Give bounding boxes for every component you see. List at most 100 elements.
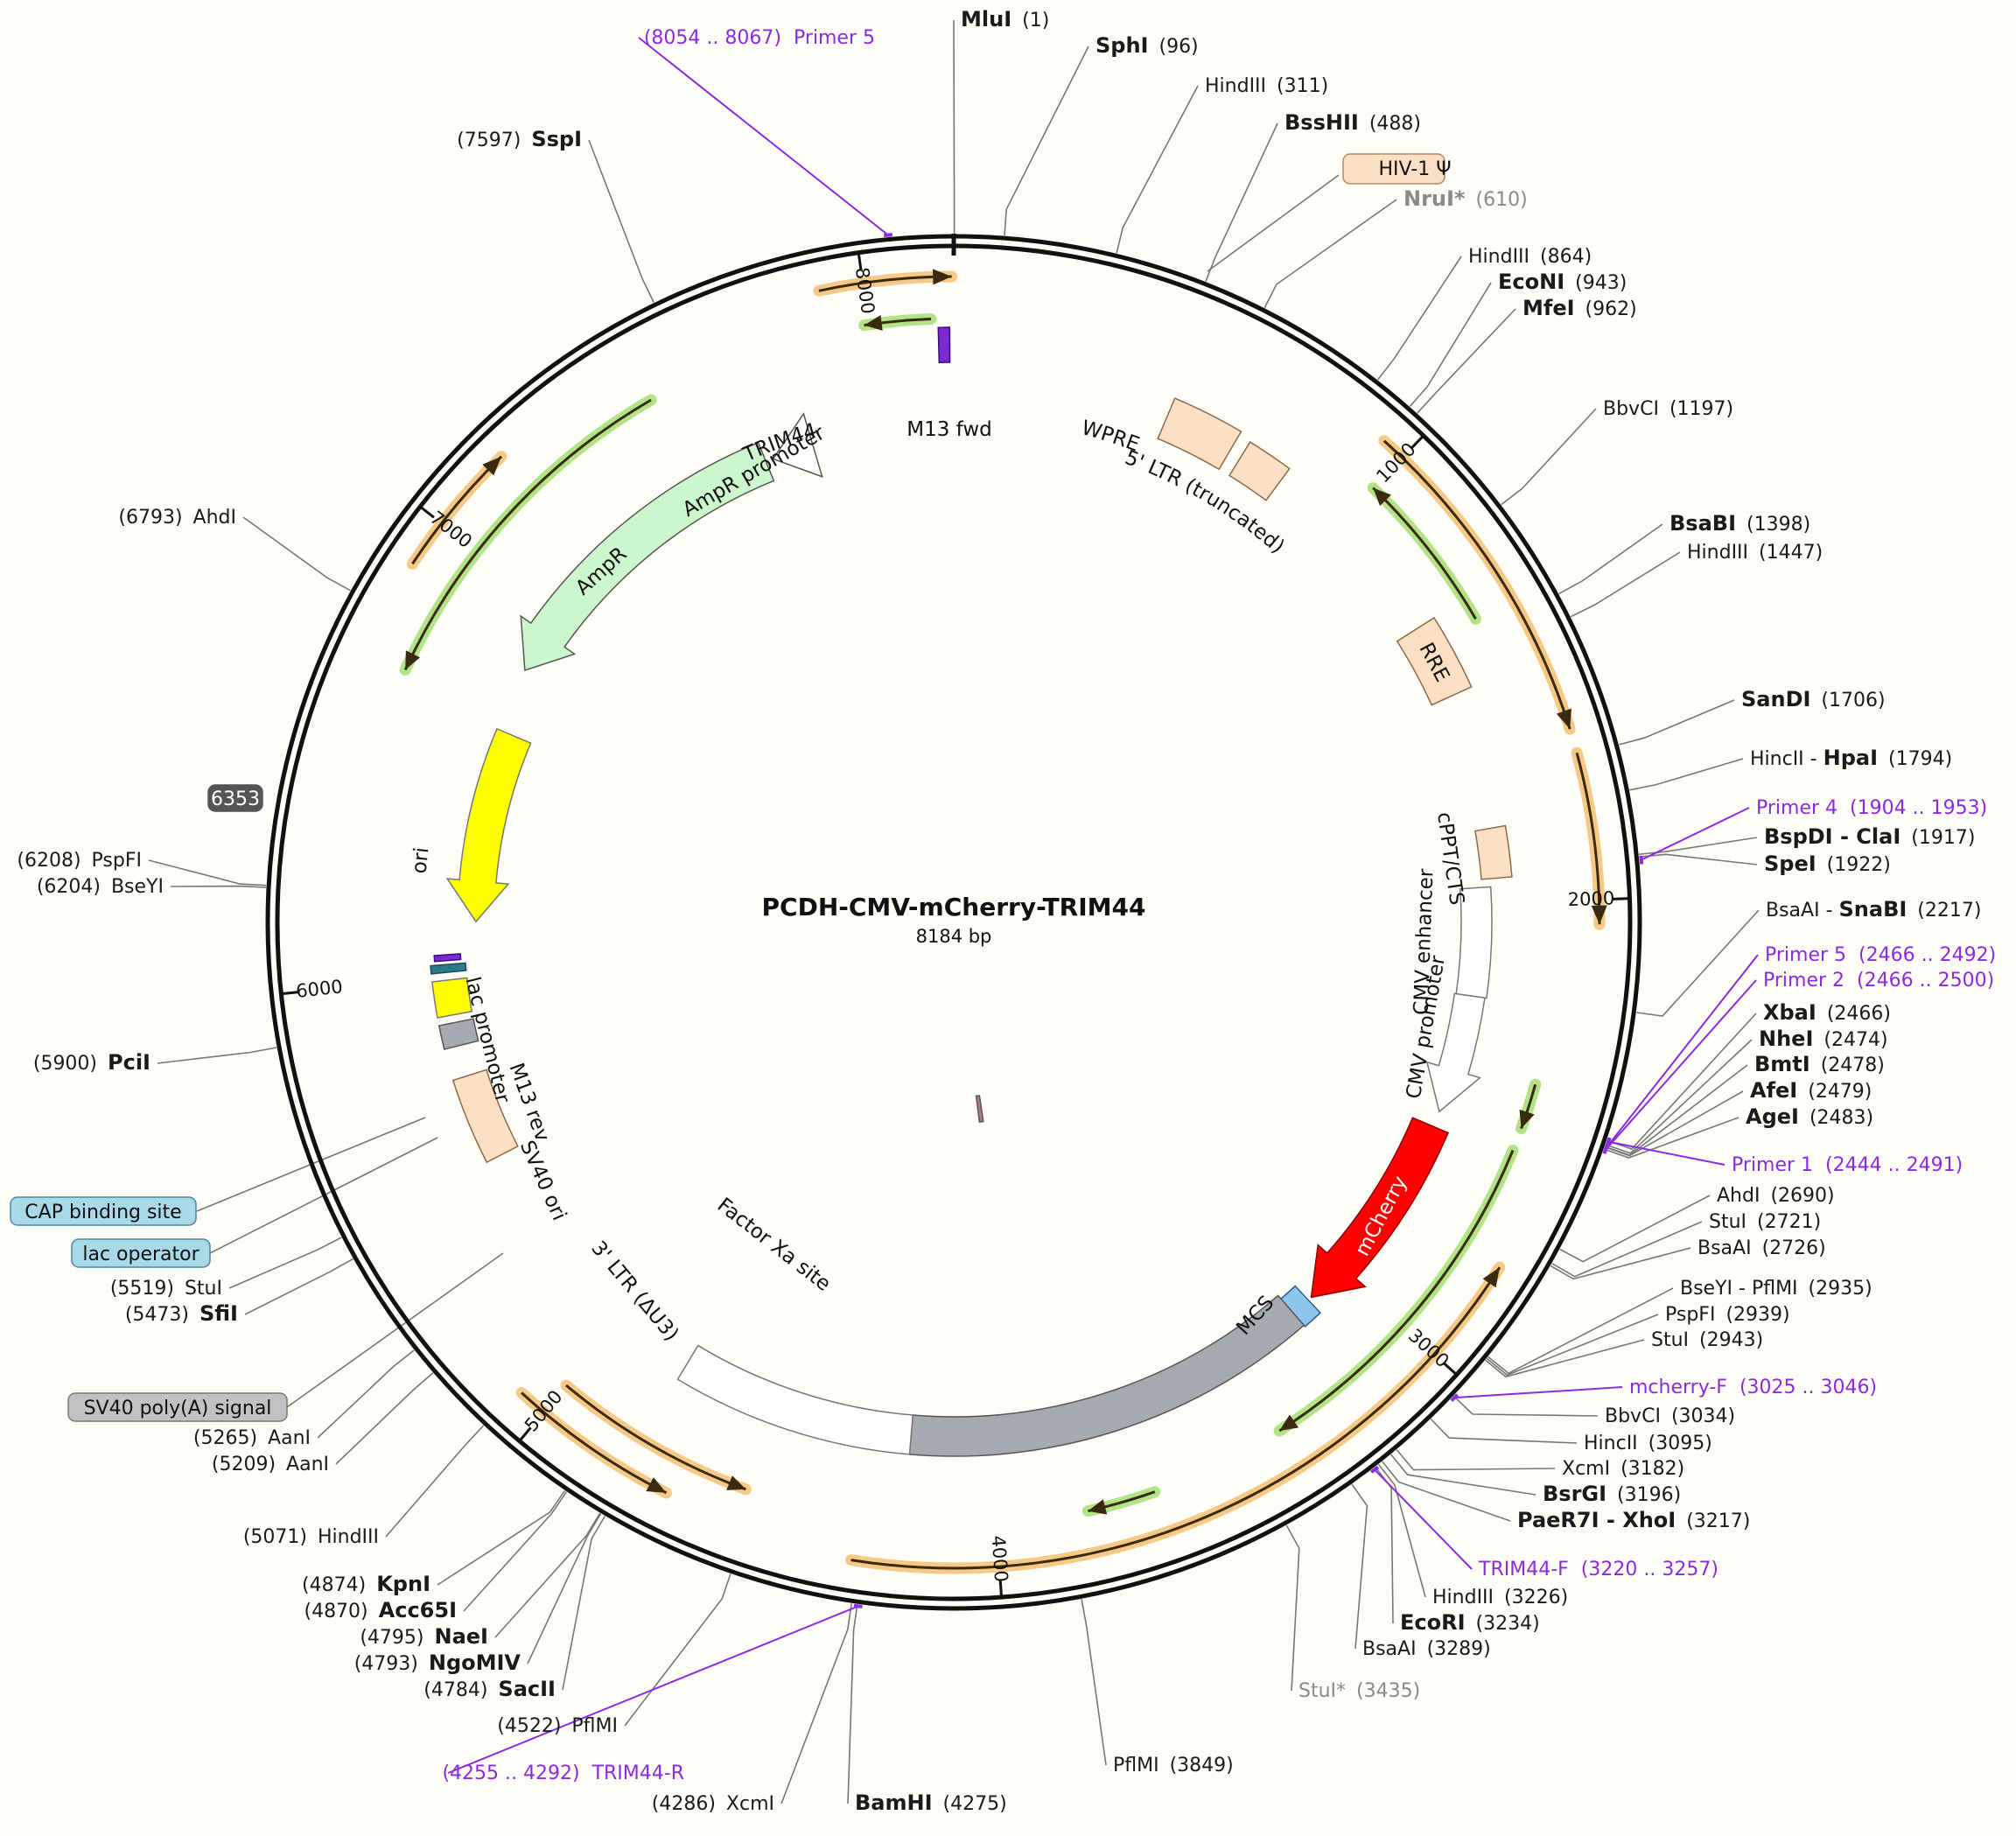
primer-mark — [1450, 1393, 1460, 1403]
feature-layer — [265, 234, 1642, 1611]
ltr5-block — [1157, 397, 1242, 471]
primer-label: mcherry-F(3025 .. 3046) — [1629, 1377, 1877, 1398]
boxed-label: SV40 poly(A) signal — [84, 1398, 272, 1419]
tick-label: 2000 — [1567, 887, 1614, 910]
boxed-label: lac operator — [82, 1244, 200, 1265]
orf-arrow — [858, 313, 937, 332]
tick-mark — [1442, 1362, 1457, 1375]
site-label: (4286)XcmI — [652, 1793, 774, 1815]
site-label: HindIII(864) — [1468, 246, 1592, 268]
orf-arrow — [406, 451, 508, 570]
ampr-promoter-arrow — [772, 412, 823, 478]
boxed-label-bg — [67, 1392, 288, 1422]
boxed-label: 6353 — [211, 788, 260, 810]
feature-label-factor-xa: Factor Xa site — [713, 1194, 835, 1296]
site-label: BspDI - ClaI(1917) — [1764, 824, 1975, 849]
primer-label: Primer 5(2466 .. 2492) — [1765, 944, 1996, 966]
site-label: BbvCI(1197) — [1603, 398, 1733, 420]
feature-label-sv40-ori: SV40 ori — [515, 1138, 570, 1224]
map-size: 8184 bp — [916, 926, 992, 947]
site-label: HincII - HpaI(1794) — [1750, 746, 1952, 770]
site-label: (6204)BseYI — [37, 876, 164, 898]
site-label: NruI*(610) — [1404, 186, 1528, 211]
mcherry-arrow — [1310, 1117, 1449, 1299]
site-label: (5071)HindIII — [243, 1526, 379, 1548]
site-label: BseYI - PflMI(2935) — [1680, 1278, 1872, 1300]
orf-arrow — [1273, 1144, 1519, 1437]
feature-label-cppt: cPPT/CTS — [1432, 810, 1468, 906]
cppt-block — [1474, 824, 1513, 880]
boxed-label: CAP binding site — [24, 1202, 181, 1223]
site-label: EcoNI(943) — [1498, 270, 1627, 294]
factor-xa-block — [975, 1094, 984, 1123]
site-label: BsaAI(3289) — [1362, 1638, 1491, 1660]
site-label: BamHI(4275) — [855, 1790, 1007, 1815]
map-title: PCDH-CMV-mCherry-TRIM44 — [762, 893, 1146, 922]
ori-arrow — [445, 727, 532, 923]
feature-label-ori: ori — [409, 846, 434, 874]
tick-mark — [420, 507, 435, 519]
tick-label: 6000 — [295, 976, 344, 1002]
site-label: (6208)PspFI — [17, 850, 142, 872]
lac-block — [430, 962, 467, 975]
rre-block — [1396, 616, 1473, 706]
primer-label: Primer 2(2466 .. 2500) — [1763, 970, 1994, 992]
site-label: XbaI(2466) — [1763, 1000, 1891, 1025]
primer-mark — [1605, 1137, 1612, 1146]
site-label: StuI*(3435) — [1298, 1680, 1420, 1702]
primer-label: TRIM44-F(3220 .. 3257) — [1478, 1559, 1718, 1580]
site-label: StuI(2943) — [1651, 1329, 1763, 1351]
site-label: XcmI(3182) — [1562, 1458, 1684, 1480]
sv40-ori-block — [438, 1018, 480, 1050]
orf-arrow — [813, 269, 958, 297]
feature-label-m13-rev: M13 rev — [504, 1060, 553, 1144]
m13rev-block — [433, 953, 462, 963]
tick-mark — [519, 1426, 532, 1441]
tick-mark — [283, 991, 299, 996]
orf-arrow — [845, 1261, 1506, 1574]
site-label: BsaAI - SnaBI(2217) — [1766, 897, 1981, 922]
cmv-promoter-arrow — [1425, 992, 1486, 1113]
site-label: NheI(2474) — [1759, 1027, 1888, 1051]
orf-arrow — [515, 1387, 672, 1499]
site-label: SanDI(1706) — [1741, 687, 1886, 711]
tick-mark — [1410, 436, 1424, 450]
tick-label: 8000 — [851, 266, 878, 315]
tick-mark — [998, 1580, 1003, 1596]
feature-label-cmv-enhancer: CMV enhancer — [1410, 868, 1438, 1016]
site-label: MluI(1) — [961, 7, 1049, 32]
feature-label-3ltr: 3' LTR (ΔU3) — [586, 1237, 682, 1345]
boxed-label: HIV-1 Ψ — [1378, 158, 1451, 180]
site-label: PflMI(3849) — [1113, 1755, 1234, 1776]
primer-mark — [1369, 1465, 1380, 1474]
site-label: (4784)SacII — [424, 1677, 556, 1701]
feature-label-m13-fwd: M13 fwd — [906, 418, 992, 441]
site-label: (4522)PflMI — [497, 1715, 618, 1737]
label-layer: MluI(1)SphI(96)HindIII(311)BssHII(488)Nr… — [10, 7, 1996, 1815]
site-label: MfeI(962) — [1522, 296, 1637, 320]
site-label: (4793)NgoMIV — [354, 1650, 522, 1675]
orf-arrow — [1378, 435, 1576, 735]
site-label: PaeR7I - XhoI(3217) — [1517, 1508, 1750, 1532]
boxed-label-bg — [207, 784, 263, 812]
primer-mark — [853, 1603, 863, 1609]
site-label: StuI(2721) — [1709, 1211, 1821, 1233]
site-label: (4870)Acc65I — [304, 1598, 457, 1622]
boxed-label-bg — [71, 1238, 211, 1268]
site-label: (4874)KpnI — [302, 1572, 430, 1596]
ampr-arrow — [520, 441, 775, 671]
tick-mark — [857, 254, 863, 270]
site-label: SphI(96) — [1096, 33, 1199, 58]
feature-label-wpre: WPRE — [1079, 417, 1143, 457]
boxed-label-bg — [10, 1196, 197, 1226]
tick-mark — [1612, 897, 1628, 900]
site-label: HindIII(311) — [1205, 75, 1328, 97]
site-label: BbvCI(3034) — [1605, 1405, 1735, 1427]
site-label: (5209)AanI — [212, 1454, 329, 1475]
primer-mark — [1639, 855, 1644, 865]
orf-arrow — [399, 394, 657, 676]
leader-lines — [148, 19, 1760, 1804]
site-label: (5900)PciI — [33, 1050, 150, 1075]
boxed-label-bg — [1342, 153, 1446, 185]
site-label: BsrGI(3196) — [1543, 1482, 1681, 1506]
